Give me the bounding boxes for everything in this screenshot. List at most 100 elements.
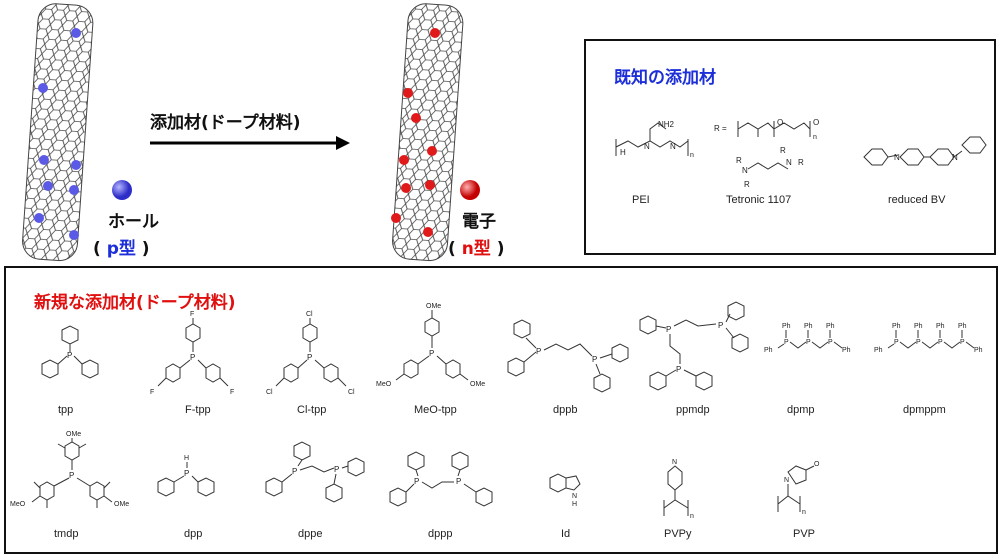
hole-dot [69,230,79,240]
tetronic-atom-label: N [786,158,792,167]
hole-dot [71,28,81,38]
tetronic-atom-label: R = [714,124,727,133]
cl-tpp-atom-label: Cl [306,311,313,318]
f-tpp-atom-label: F [230,389,234,396]
compound-name-meo-tpp: MeO-tpp [414,404,457,416]
known-additives-title: 既知の添加材 [614,68,716,88]
pei-atom-label: n [690,152,694,159]
compound-name-tpp: tpp [58,404,74,416]
electron-dot [430,28,440,38]
compound-name-cl-tpp: Cl-tpp [297,404,327,416]
electron-dot [425,180,435,190]
hole-label: ホール [108,212,159,232]
f-tpp-atom-label: F [190,311,194,318]
new-additives-box: 新規な添加材(ドープ材料) [4,266,998,554]
ppmdp-structure: P P P [639,301,749,391]
dpp-atom-label: H [184,455,189,462]
tetronic-atom-label: n [813,134,817,141]
reduced-bv-atom-label: N [894,153,900,162]
pvp-structure: N O n [777,461,820,516]
reduced-bv-structure: N N [863,136,987,166]
cl-tpp-atom-label: P [307,353,312,362]
cl-tpp-atom-label: Cl [348,389,355,396]
electron-dot [401,183,411,193]
dpmp-atom-label: Ph [782,323,791,330]
pvp-atom-label: N [784,477,789,484]
meo-tpp-structure: OMe P MeO OMe [376,303,485,388]
dppp-atom-label: P [456,477,461,486]
hole-dot [34,213,44,223]
dpmppm-atom-label: P [894,339,899,346]
compound-name-dppb: dppb [553,404,578,416]
reduced-bv-atom-label: N [952,153,958,162]
id-atom-label: H [572,501,577,508]
pvpy-structure: N n [663,459,694,520]
compound-name-tetronic: Tetronic 1107 [726,194,792,206]
id-structure: N H [549,473,581,508]
electron-type: ( n型 ) [448,239,505,259]
meo-tpp-atom-label: OMe [470,381,485,388]
compound-name-dpmppm: dpmppm [903,404,946,416]
dpmppm-atom-label: P [938,339,943,346]
dpmppm-atom-label: P [960,339,965,346]
tetronic-atom-label: O [777,118,783,127]
dppp-structure: P P [389,451,493,507]
ppmdp-atom-label: P [718,321,723,330]
cl-tpp-structure: Cl P Cl Cl [266,311,355,396]
dpmp-atom-label: Ph [804,323,813,330]
tetronic-atom-label: R [798,158,804,167]
electron-symbol [460,180,480,200]
dpmppm-atom-label: Ph [874,347,883,354]
hole-dot [39,155,49,165]
compound-name-id: Id [561,528,571,540]
new-additives-title: 新規な添加材(ドープ材料) [34,293,236,313]
hole-dot [38,83,48,93]
tetronic-atom-label: O [813,118,819,127]
compound-name-tmdp: tmdp [54,528,79,540]
f-tpp-atom-label: F [150,389,154,396]
dpp-structure: H P [157,455,215,497]
dppp-atom-label: P [414,477,419,486]
hole-dot [69,185,79,195]
pvp-atom-label: O [814,461,820,468]
cl-tpp-atom-label: Cl [266,389,273,396]
dpmp-atom-label: Ph [826,323,835,330]
dppe-atom-label: P [334,465,339,474]
hole-type: ( p型 ) [93,239,150,259]
dpmp-atom-label: P [828,339,833,346]
electron-dot [423,227,433,237]
pvpy-atom-label: N [672,459,677,466]
compound-name-dppe: dppe [298,528,323,540]
dpmp-atom-label: P [806,339,811,346]
compound-name-dppp: dppp [428,528,453,540]
tetronic-atom-label: R [744,180,750,189]
pvpy-atom-label: n [690,513,694,520]
tetronic-structure: R = O O n R R N N R R [714,118,819,189]
electron-label: 電子 [462,212,496,232]
ppmdp-atom-label: P [666,325,671,334]
known-additives-box: 既知の添加材 NH2 N N H n PEI R = O O n R R N N… [584,39,996,255]
tmdp-atom-label: P [69,471,74,480]
compound-name-pvpy: PVPy [664,528,692,540]
id-atom-label: N [572,493,577,500]
dpmp-atom-label: P [784,339,789,346]
tpp-structure: P [41,325,99,379]
tetronic-atom-label: R [736,156,742,165]
pei-atom-label: N [644,142,650,151]
nanotube-left [22,3,94,262]
dppb-structure: P P [507,319,629,393]
f-tpp-atom-label: P [190,353,195,362]
dppe-structure: P P [265,441,365,503]
nanotube-right [391,3,464,262]
compound-name-pei: PEI [632,194,650,206]
pei-atom-label: H [620,148,626,157]
dpmppm-atom-label: Ph [936,323,945,330]
dpmppm-atom-label: Ph [974,347,983,354]
tmdp-atom-label: MeO [10,501,26,508]
meo-tpp-atom-label: MeO [376,381,392,388]
meo-tpp-atom-label: P [429,349,434,358]
compound-name-dpp: dpp [184,528,203,540]
pei-structure: NH2 N N H n [615,120,694,159]
tpp-atom-label: P [67,351,72,360]
electron-dot [411,113,421,123]
